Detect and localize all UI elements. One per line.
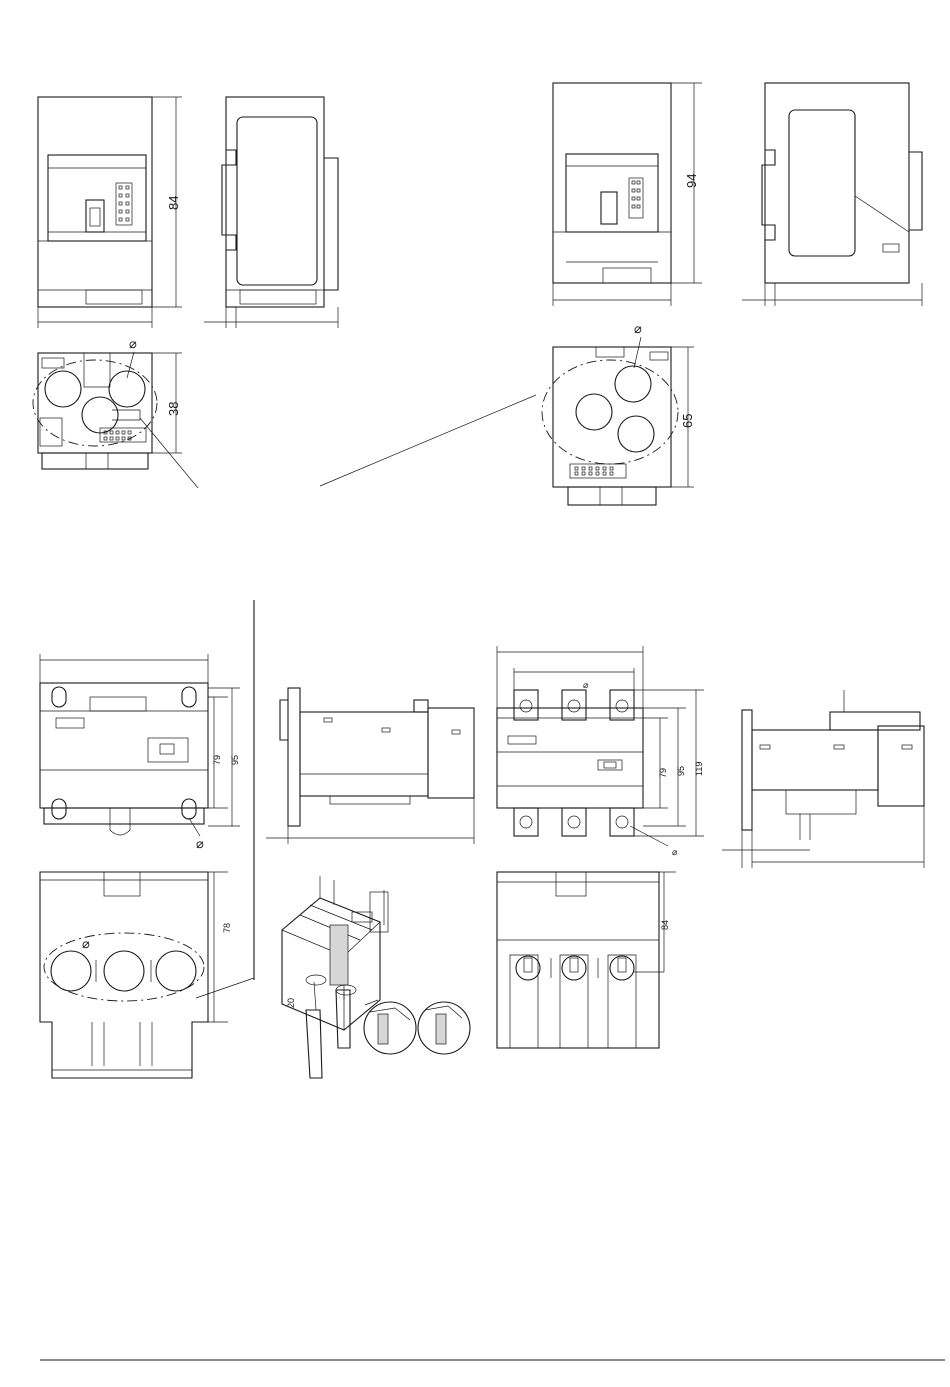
diameter-symbol-medium: ⌀ xyxy=(634,321,642,336)
view-xl-side xyxy=(722,690,924,868)
dimension-79-right: 79 xyxy=(658,768,668,778)
view-wiring-isometric: 20 xyxy=(282,876,470,1078)
dimension-65: 65 xyxy=(680,414,695,428)
view-xl-top: 84 xyxy=(497,872,676,1048)
dimension-95-right: 95 xyxy=(676,766,686,776)
view-xl-front: ⌀ 79 95 119 ⌀ xyxy=(497,646,704,857)
view-large-side xyxy=(266,688,474,844)
dimension-38: 38 xyxy=(166,402,181,416)
diameter-symbol-large-top: ⌀ xyxy=(82,936,90,951)
diameter-symbol-large-left: ⌀ xyxy=(196,836,204,851)
view-small-front: 84 xyxy=(38,97,182,328)
view-small-side xyxy=(204,97,338,328)
dimension-94: 94 xyxy=(684,174,699,188)
dimension-78: 78 xyxy=(222,923,232,933)
dimension-79-left: 79 xyxy=(212,755,222,765)
dimension-95-left: 95 xyxy=(230,755,240,765)
dimension-84-small: 84 xyxy=(166,196,181,210)
view-large-front: 79 95 ⌀ xyxy=(40,654,240,851)
view-large-top: ⌀ 78 xyxy=(40,872,254,1078)
view-small-top: ⌀ 38 xyxy=(33,336,536,488)
dimension-20: 20 xyxy=(286,998,296,1008)
diameter-symbol-small: ⌀ xyxy=(129,336,137,351)
diameter-symbol-xl-bottom: ⌀ xyxy=(672,847,678,857)
view-medium-side xyxy=(742,83,922,306)
dimension-119: 119 xyxy=(694,762,704,776)
diameter-symbol-xl-top: ⌀ xyxy=(583,680,589,690)
dimension-84-xl: 84 xyxy=(660,920,670,930)
view-medium-front: 94 xyxy=(553,83,702,306)
view-medium-top: ⌀ 65 xyxy=(542,321,695,505)
